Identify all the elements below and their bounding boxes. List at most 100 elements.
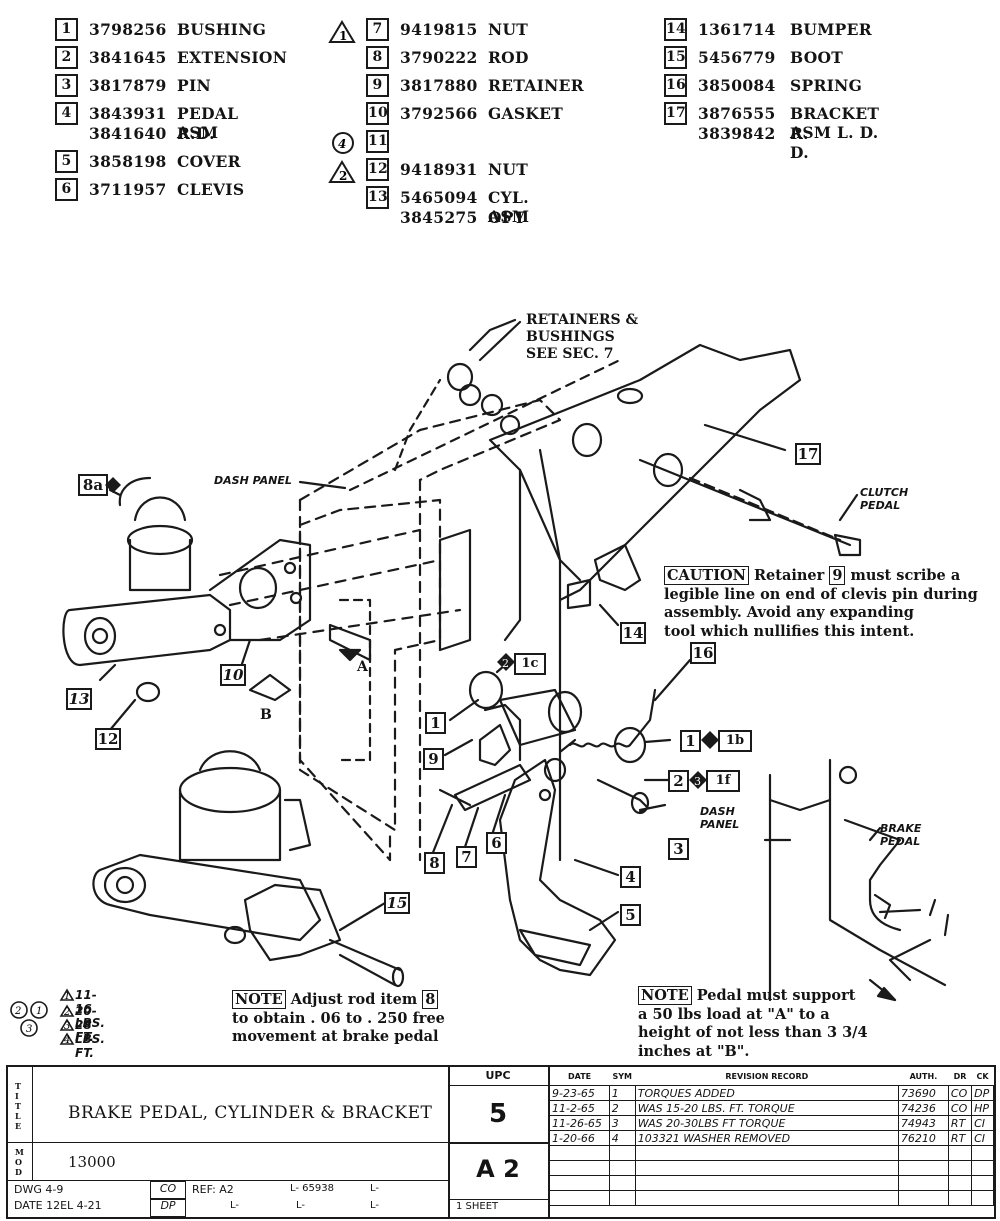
- svg-text:3: 3: [64, 1021, 70, 1032]
- date-initials: DP: [150, 1198, 186, 1217]
- part-name: NUT: [488, 20, 529, 39]
- part-name: BUSHING: [177, 20, 267, 39]
- part-number-box: 3: [55, 74, 78, 97]
- svg-text:2: 2: [339, 169, 347, 183]
- retainers-note: RETAINERS & BUSHINGS SEE SEC. 7: [526, 312, 639, 362]
- part-number-box: 5: [55, 150, 78, 173]
- diamond-arrow-icon: [701, 731, 719, 749]
- callout-1: 1: [425, 712, 446, 734]
- svg-text:1: 1: [36, 1006, 42, 1017]
- part-code: 9418931: [400, 160, 478, 179]
- part-name: NUT: [488, 160, 529, 179]
- part-code: 3876555: [698, 104, 776, 123]
- callout-1: 1: [680, 730, 701, 752]
- torque-value-1: 11-16 LBS. FT.: [75, 988, 105, 1044]
- part-code-alt: 3845275: [400, 208, 478, 227]
- mod-number: 13000: [68, 1153, 116, 1171]
- callout-1b: 1b: [718, 730, 752, 752]
- diamond-arrow-icon: 2: [497, 653, 515, 671]
- part-code: 9419815: [400, 20, 478, 39]
- part-name: EXTENSION: [177, 48, 288, 67]
- part-number-box: 2: [55, 46, 78, 69]
- divider: [32, 1067, 33, 1180]
- upc-number: 5: [488, 1099, 508, 1129]
- caution-note: CAUTION Retainer 9 must scribe a legible…: [664, 566, 978, 640]
- callout-2: 2: [668, 770, 689, 792]
- part-number-box: 6: [55, 178, 78, 201]
- point-a-label: A: [357, 659, 368, 675]
- part-code: 3711957: [89, 180, 167, 199]
- callout-1f: 1f: [706, 770, 740, 792]
- part-number-box: 8: [366, 46, 389, 69]
- callout-5: 5: [620, 904, 641, 926]
- part-number-box: 13: [366, 186, 389, 209]
- svg-text:2: 2: [14, 1006, 21, 1017]
- divider: [8, 1180, 448, 1181]
- ref-l2: L-: [370, 1183, 380, 1194]
- part-number-box: 15: [664, 46, 687, 69]
- part-code: 3790222: [400, 48, 478, 67]
- part-number-box: 1: [55, 18, 78, 41]
- part-code: 3858198: [89, 152, 167, 171]
- part-name: BUMPER: [790, 20, 872, 39]
- rod-adjust-note: NOTE Adjust rod item 8 to obtain . 06 to…: [232, 990, 445, 1045]
- part-code: 3817880: [400, 76, 478, 95]
- part-number-box: 16: [664, 74, 687, 97]
- divider: [448, 1199, 548, 1200]
- part-code-alt: 3839842: [698, 124, 776, 143]
- callout-6: 6: [486, 832, 507, 854]
- upc-label: UPC: [485, 1069, 511, 1082]
- divider: [448, 1085, 548, 1086]
- part-name-alt: R.D.: [177, 124, 215, 143]
- caution-label: CAUTION: [664, 566, 749, 585]
- drawing-title: BRAKE PEDAL, CYLINDER & BRACKET: [68, 1103, 433, 1123]
- date-field: DATE 12EL 4-21: [14, 1199, 102, 1212]
- dwg-field: DWG 4-9: [14, 1183, 64, 1196]
- torque-value-2: 20-28 LBS. FT.: [75, 1004, 105, 1060]
- part-name: PEDAL ASM: [177, 104, 239, 142]
- ref-field: REF: A2: [192, 1183, 234, 1196]
- part-number-box: 11: [366, 130, 389, 153]
- revision-triangle-icon: 1: [328, 20, 356, 43]
- callout-8: 8: [424, 852, 445, 874]
- part-name: ROD: [488, 48, 529, 67]
- ref-l3: L-: [230, 1200, 240, 1211]
- callout-3: 3: [668, 838, 689, 860]
- revision-row: [550, 1190, 994, 1206]
- revision-row: [550, 1175, 994, 1191]
- svg-text:4: 4: [338, 137, 346, 151]
- callout-1c: 1c: [514, 653, 546, 675]
- diamond-arrow-icon: [105, 477, 121, 493]
- part-name-alt: R. D.: [790, 124, 809, 162]
- part-number-box: 7: [366, 18, 389, 41]
- svg-text:3: 3: [26, 1024, 32, 1035]
- part-name: GASKET: [488, 104, 564, 123]
- svg-text:1: 1: [64, 991, 70, 1002]
- revision-row: [550, 1145, 994, 1161]
- part-code: 1361714: [698, 20, 776, 39]
- svg-text:1: 1: [339, 29, 347, 43]
- part-number-box: 9: [366, 74, 389, 97]
- divider: [548, 1067, 550, 1217]
- part-number-box: 4: [55, 102, 78, 125]
- part-name: PIN: [177, 76, 211, 95]
- revision-row: [550, 1160, 994, 1176]
- sheet-code: A 2: [476, 1155, 520, 1183]
- callout-7: 7: [456, 846, 477, 868]
- callout-12: 12: [95, 728, 121, 750]
- callout-9: 9: [423, 748, 444, 770]
- callout-13: 13: [66, 688, 92, 710]
- part-name: BRACKET ASM L. D.: [790, 104, 880, 142]
- ref-l4: L-: [296, 1200, 306, 1211]
- revision-triangle-icon: 2: [328, 160, 356, 183]
